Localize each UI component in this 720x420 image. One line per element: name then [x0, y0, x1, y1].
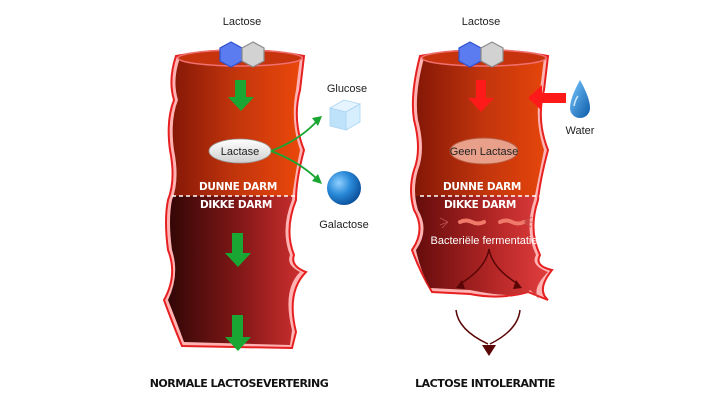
bacterium-flagella — [523, 216, 534, 228]
left-caption: NORMALE LACTOSEVERTERING — [150, 377, 329, 390]
bacterium-icon — [458, 218, 486, 226]
right-hexagon-blue — [458, 41, 482, 68]
bacteria-group — [439, 216, 534, 229]
left-hexagon-blue — [219, 41, 243, 68]
green-arrow-down-icon — [225, 233, 251, 267]
arrow-head-gases — [456, 280, 465, 289]
galactose-label: Galactose — [319, 219, 369, 231]
right-intestine: DUNNE DARM DIKKE DARM — [410, 49, 554, 301]
arrow-head-down — [482, 345, 496, 356]
left-large-intestine-label: DIKKE DARM — [200, 199, 272, 211]
right-lactose-molecule — [458, 41, 504, 68]
green-arrow-down-icon — [228, 80, 254, 111]
water-label: Water — [566, 125, 595, 137]
galactose-sphere-icon — [327, 171, 361, 205]
water-drop-highlight — [573, 95, 579, 107]
red-arrow-down-icon — [468, 80, 494, 112]
right-small-intestine-label: DUNNE DARM — [443, 181, 521, 193]
fermentation-arrows — [455, 248, 521, 345]
arrow-head-acids — [513, 280, 522, 289]
green-arrow-down-icon — [225, 315, 251, 351]
red-arrow-left-icon — [528, 85, 566, 111]
left-lactose-molecule — [219, 41, 265, 68]
arrow-head-galactose — [312, 174, 322, 184]
acids-label: Zuren — [508, 295, 537, 307]
gases-label: Gassen — [437, 295, 475, 307]
lactase-label: Lactase — [221, 146, 260, 158]
no-lactase-label: Geen Lactase — [450, 146, 519, 158]
right-large-intestine-label: DIKKE DARM — [444, 199, 516, 211]
bacterium-icon — [498, 218, 526, 226]
left-green-arrows — [225, 80, 254, 351]
right-lactose-label: Lactose — [462, 16, 501, 28]
left-intestine: DUNNE DARM DIKKE DARM — [162, 49, 308, 350]
left-hexagon-grey — [241, 41, 265, 68]
right-hexagon-grey — [480, 41, 504, 68]
split-arrows — [270, 119, 319, 181]
arrow-head-glucose — [312, 116, 322, 126]
glucose-label: Glucose — [327, 83, 367, 95]
glucose-cube-icon — [328, 99, 362, 131]
bacterium-flagella — [439, 217, 449, 229]
no-lactase-oval — [449, 137, 519, 165]
water-drop-icon — [570, 80, 590, 118]
fermentation-label: Bacteriële fermentatie — [431, 235, 538, 247]
left-lactose-label: Lactose — [223, 16, 262, 28]
right-caption: LACTOSE INTOLERANTIE — [415, 377, 555, 390]
left-small-intestine-label: DUNNE DARM — [199, 181, 277, 193]
